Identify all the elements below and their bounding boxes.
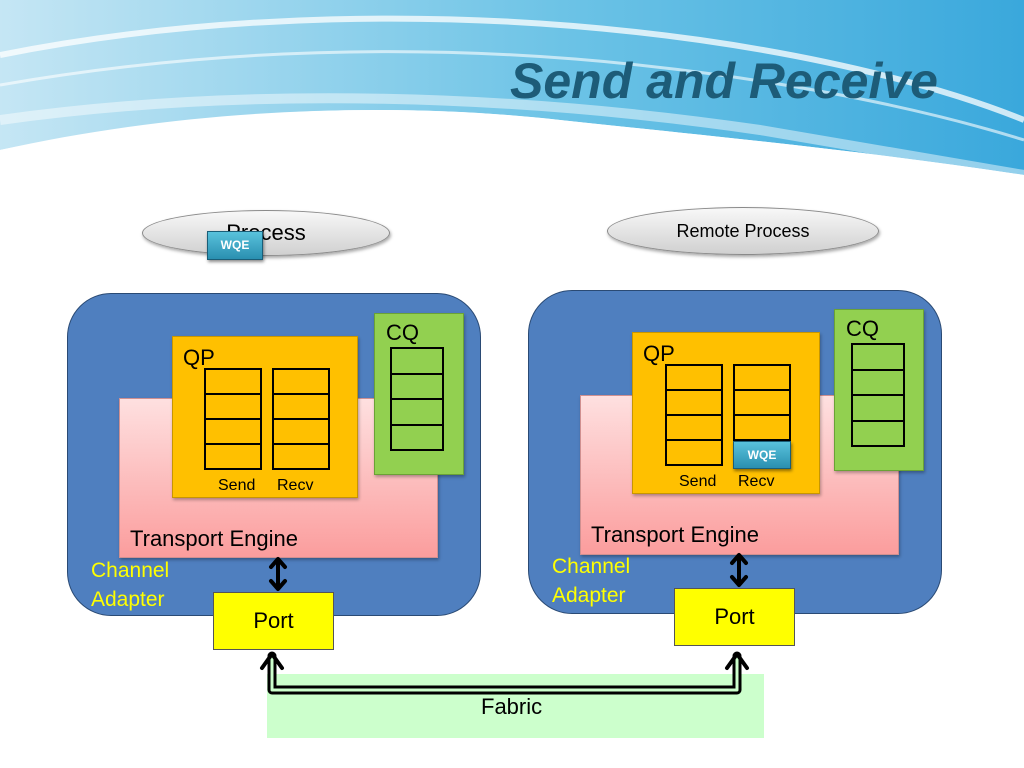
- remote-channel-label-line1: Channel: [552, 555, 631, 578]
- local-channel-label-line1: Channel: [91, 559, 170, 582]
- local-send-queue: [204, 368, 262, 470]
- local-send-label: Send: [218, 477, 256, 494]
- remote-channel-label-line2: Adapter: [552, 584, 626, 607]
- local-cq-label: CQ: [386, 320, 419, 345]
- remote-recv-label: Recv: [738, 473, 775, 490]
- remote-cq-entries: [851, 343, 905, 447]
- remote-transport-engine-label: Transport Engine: [591, 522, 759, 547]
- fabric-label: Fabric: [481, 694, 543, 719]
- remote-wqe: WQE: [733, 441, 791, 469]
- remote-process: Remote Process: [607, 207, 879, 255]
- remote-port-label: Port: [714, 604, 755, 629]
- remote-cq-label: CQ: [846, 316, 879, 341]
- local-port-label: Port: [253, 608, 294, 633]
- slide-title: Send and Receive: [510, 53, 938, 109]
- local-port: Port: [213, 592, 334, 650]
- local-qp-label: QP: [183, 345, 215, 370]
- local-recv-queue: [272, 368, 330, 470]
- local-queue-pair: [172, 336, 358, 498]
- header-background-swoosh: [0, 0, 1024, 220]
- local-wqe-label: WQE: [220, 238, 250, 252]
- remote-qp-label: QP: [643, 341, 675, 366]
- remote-wqe-label: WQE: [747, 448, 777, 462]
- remote-send-label: Send: [679, 473, 717, 490]
- local-completion-queue: [374, 313, 464, 475]
- local-channel-adapter-label: Channel Adapter: [91, 556, 169, 614]
- local-transport-engine-label: Transport Engine: [130, 526, 298, 551]
- local-process: Process: [142, 210, 390, 256]
- local-channel-label-line2: Adapter: [91, 588, 165, 611]
- remote-send-queue: [665, 364, 723, 466]
- remote-process-label: Remote Process: [676, 221, 810, 241]
- local-recv-label: Recv: [277, 477, 314, 494]
- local-cq-entries: [390, 347, 444, 451]
- remote-port: Port: [674, 588, 795, 646]
- local-wqe: WQE: [207, 231, 263, 260]
- remote-completion-queue: [834, 309, 924, 471]
- remote-channel-adapter-label: Channel Adapter: [552, 552, 630, 610]
